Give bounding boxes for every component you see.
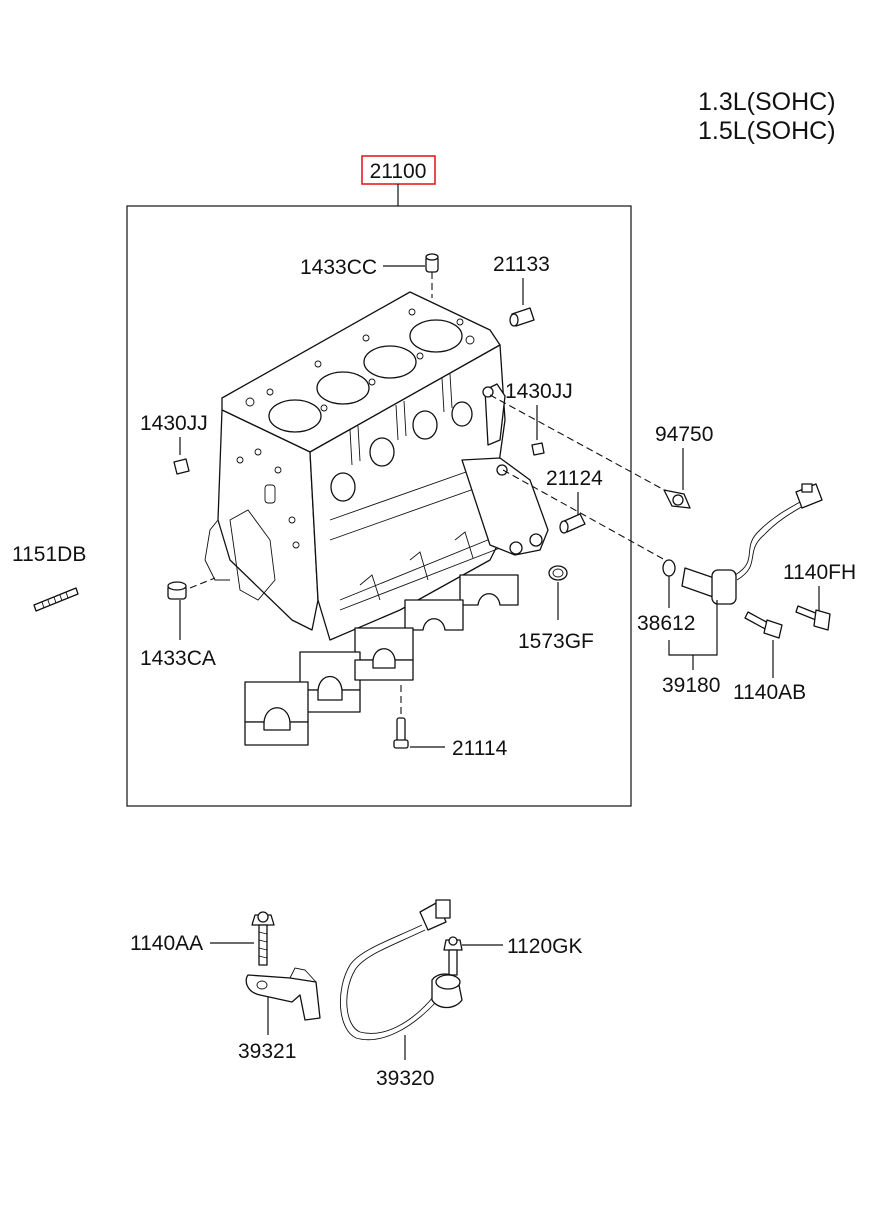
bracket-39321[interactable] (245, 967, 321, 1021)
pin-1430JJ-left[interactable] (173, 458, 190, 475)
oring-1573GF[interactable] (548, 565, 568, 581)
bolt-1120GK[interactable] (443, 936, 463, 976)
assembly-frame (126, 205, 632, 807)
main-assembly-label: 21100 (370, 160, 427, 183)
label-21114: 21114 (452, 737, 508, 760)
label-1140FH: 1140FH (783, 561, 856, 584)
knock-sensor-39320[interactable] (339, 899, 463, 1041)
label-39321: 39321 (238, 1040, 296, 1063)
sleeve-21124[interactable] (559, 513, 586, 534)
main-bearing-caps[interactable] (244, 574, 519, 746)
stud-bolt-1151DB[interactable] (33, 587, 79, 612)
bolt-1140FH[interactable] (795, 605, 831, 631)
cylinder-block[interactable] (204, 291, 549, 641)
label-94750: 94750 (655, 423, 713, 446)
label-21124: 21124 (546, 467, 603, 490)
variant-1: 1.3L(SOHC) (698, 88, 836, 116)
label-39320: 39320 (376, 1067, 434, 1090)
main-assembly-callout[interactable]: 21100 (361, 155, 436, 185)
label-1140AB: 1140AB (733, 681, 806, 704)
label-1433CC: 1433CC (300, 256, 377, 279)
label-21133: 21133 (493, 253, 550, 276)
variant-2: 1.5L(SOHC) (698, 117, 836, 145)
label-1433CA: 1433CA (140, 647, 216, 670)
pin-1430JJ-right[interactable] (531, 442, 545, 456)
label-1140AA: 1140AA (130, 932, 203, 955)
oil-pressure-switch-94750[interactable] (663, 489, 691, 509)
dowel-pin-1433CA[interactable] (167, 581, 187, 600)
bolt-1140AB[interactable] (744, 611, 783, 639)
label-1573GF: 1573GF (518, 630, 594, 653)
label-39180: 39180 (662, 674, 720, 697)
sensor-39180[interactable] (681, 483, 823, 605)
label-1430JJ-right: 1430JJ (505, 380, 573, 403)
plug-21133[interactable] (509, 307, 535, 327)
oring-38612[interactable] (662, 559, 676, 577)
label-1120GK: 1120GK (507, 935, 583, 958)
bolt-1140AA[interactable] (251, 911, 275, 966)
label-1430JJ-left: 1430JJ (140, 412, 208, 435)
label-38612: 38612 (637, 612, 695, 635)
label-1151DB: 1151DB (12, 543, 86, 566)
bolt-21114[interactable] (393, 717, 409, 749)
dowel-pin-1433CC[interactable] (425, 253, 439, 273)
